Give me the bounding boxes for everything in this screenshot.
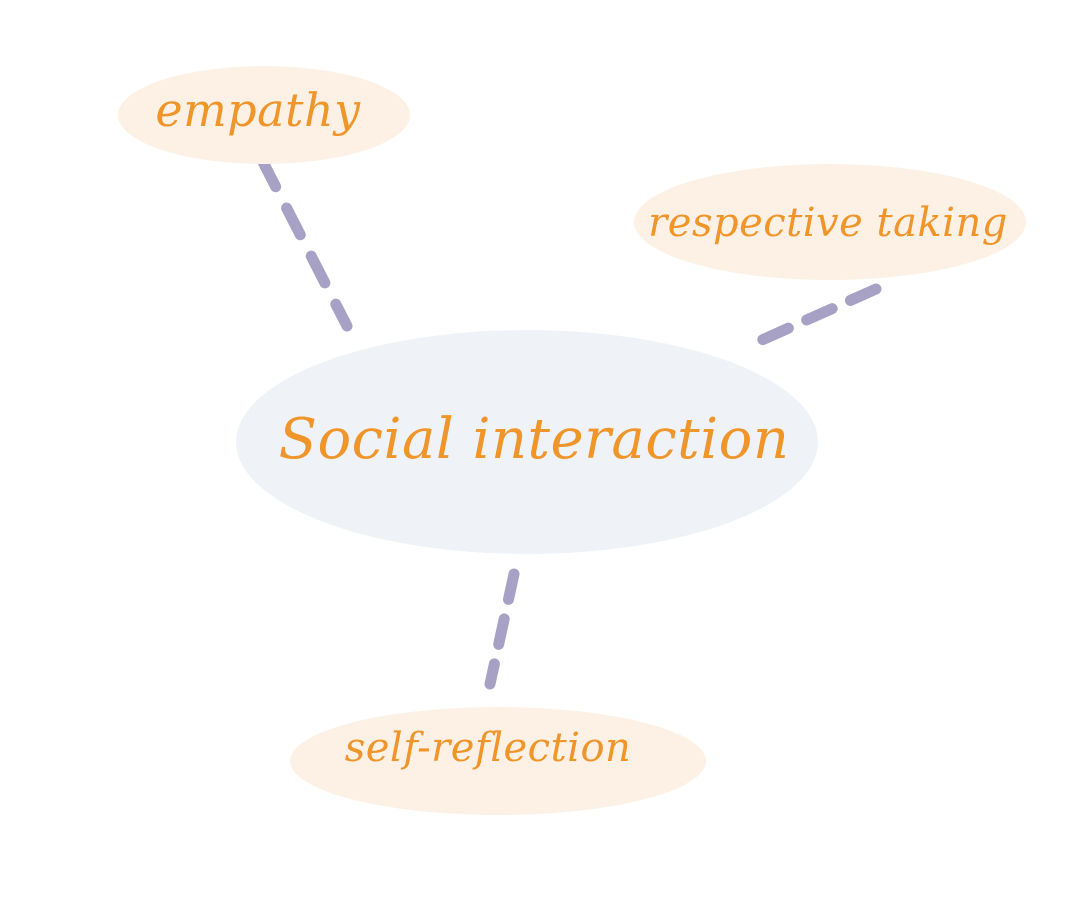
- connector-empathy: [256, 154, 353, 332]
- center-node-bubble: [236, 330, 818, 554]
- node-self-reflection-label: self-reflection: [345, 725, 632, 771]
- center-node-label: Social interaction: [279, 407, 790, 472]
- node-empathy-bubble: [118, 66, 410, 164]
- node-perspective-taking-label: respective taking: [648, 200, 1008, 246]
- connector-self-reflection: [484, 568, 520, 690]
- node-perspective-taking-bubble: [634, 164, 1026, 280]
- node-self-reflection-bubble: [290, 707, 706, 815]
- connector-perspective-taking: [747, 283, 882, 350]
- node-empathy-label: empathy: [155, 83, 361, 137]
